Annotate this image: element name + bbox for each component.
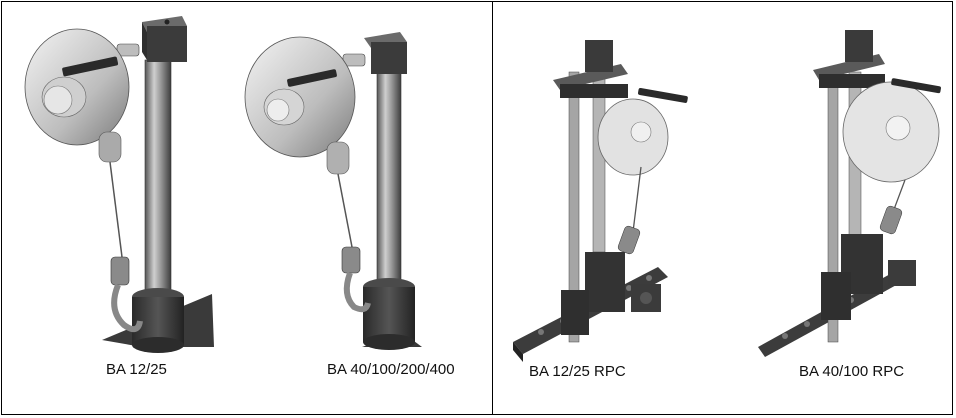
- caption-ba-40-100-rpc: BA 40/100 RPC: [799, 363, 905, 380]
- caption-ba-40-100-200-400: BA 40/100/200/400: [327, 361, 455, 378]
- caption-ba-12-25: BA 12/25: [106, 361, 167, 378]
- balancer-ba-12-25: [24, 16, 214, 353]
- balancer-ba-40-100-rpc: [758, 30, 941, 357]
- balancer-ba-40-100-200-400: [244, 32, 422, 350]
- caption-ba-12-25-rpc: BA 12/25 RPC: [529, 363, 626, 380]
- standard-balancers-illustration: [24, 16, 422, 353]
- balancer-ba-12-25-rpc: [513, 40, 688, 362]
- panel-standard-balancers: BA 12/25 BA 40/100/200/400: [2, 2, 492, 414]
- rpc-balancers-illustration: [513, 30, 941, 362]
- panel-divider: [492, 1, 493, 415]
- panel-rpc-balancers: BA 12/25 RPC BA 40/100 RPC: [493, 2, 953, 414]
